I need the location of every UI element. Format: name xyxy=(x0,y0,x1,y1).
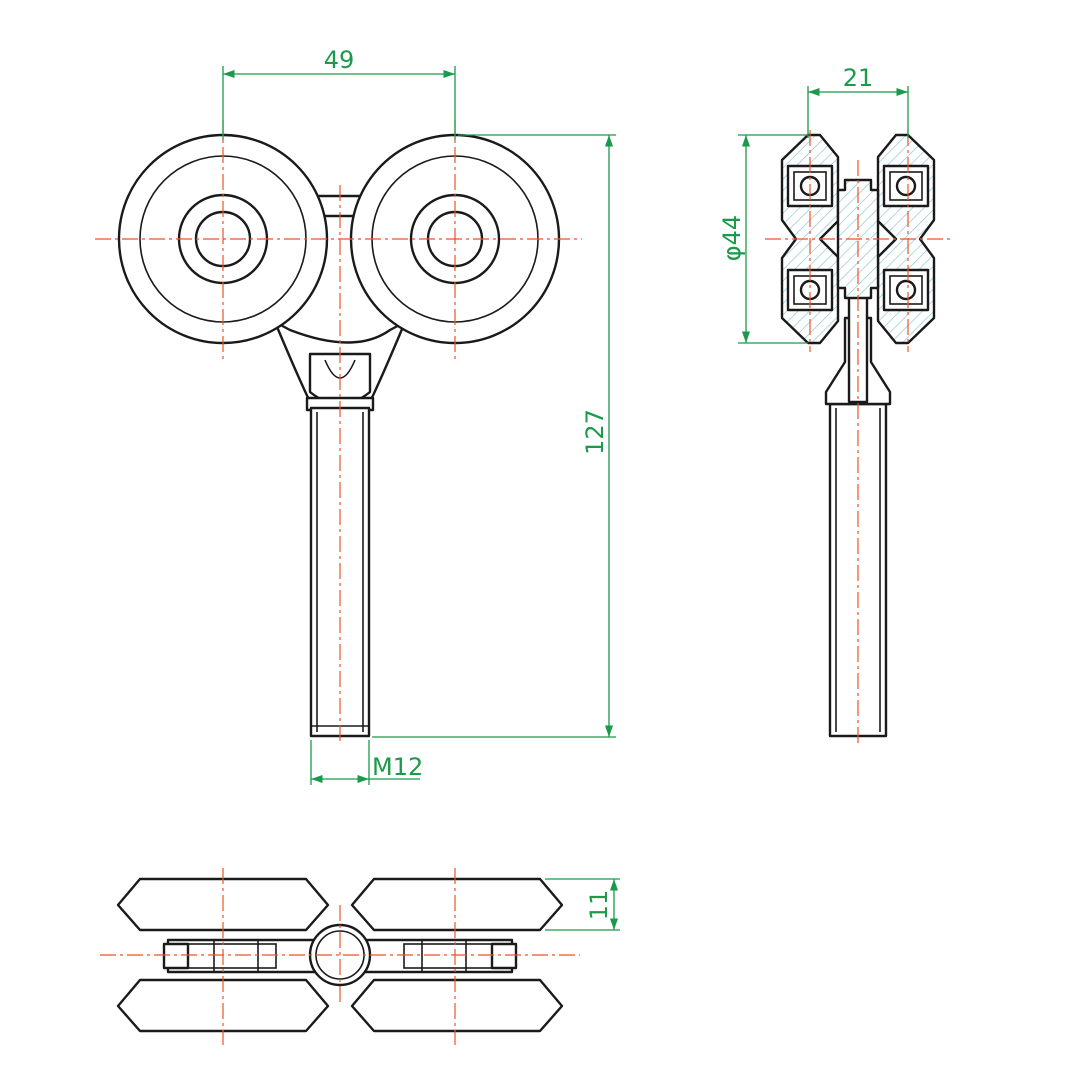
dimension-49: 49 xyxy=(222,46,456,140)
dimension-label: M12 xyxy=(372,753,423,781)
top-view xyxy=(100,868,580,1045)
dimension-label: 11 xyxy=(585,890,613,921)
top-wheel-lower-right xyxy=(350,978,564,1033)
side-view xyxy=(765,130,952,745)
top-wheel-upper-right xyxy=(350,877,564,932)
dimension-diameter-44: φ44 xyxy=(718,134,808,344)
dimension-21: 21 xyxy=(807,64,909,138)
bearing-bottom-right xyxy=(882,268,930,312)
dimension-127: 127 xyxy=(372,134,616,738)
dimension-label: φ44 xyxy=(718,215,746,261)
dimension-11: 11 xyxy=(545,878,620,931)
bearing-top-right xyxy=(882,164,930,208)
dimension-label: 21 xyxy=(843,64,874,92)
dimension-label: 127 xyxy=(581,409,609,455)
dimension-label: 49 xyxy=(324,46,355,74)
dimension-m12: M12 xyxy=(310,740,423,785)
front-view xyxy=(95,120,582,745)
